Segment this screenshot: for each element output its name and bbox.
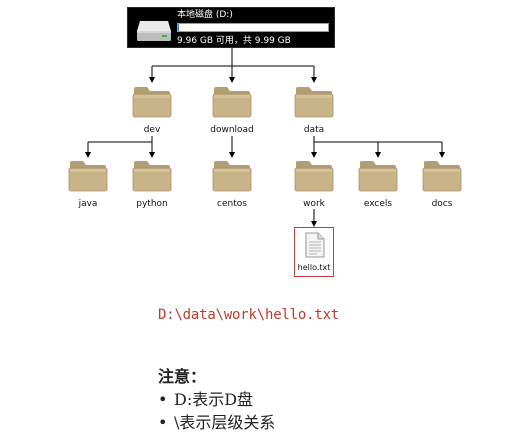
folder-label-centos: centos [217, 199, 247, 209]
folder-label-dev: dev [143, 125, 161, 135]
folder-label-data: data [303, 125, 325, 135]
notes-section: 注意： • D:表示D盘 • \表示层级关系 [158, 365, 275, 434]
note-item: • \表示层级关系 [158, 411, 275, 434]
folder-icon[interactable] [132, 158, 172, 192]
folder-label-download: download [210, 125, 254, 135]
bullet-icon: • [158, 413, 168, 432]
drive-usage-bar [177, 23, 329, 32]
note-text: D:表示D盘 [174, 390, 254, 409]
folder-icon[interactable] [212, 158, 252, 192]
folder-label-work: work [303, 199, 325, 209]
folder-icon[interactable] [358, 158, 398, 192]
folder-icon[interactable] [68, 158, 108, 192]
folder-icon[interactable] [132, 84, 172, 118]
note-item: • D:表示D盘 [158, 388, 275, 411]
drive-title: 本地磁盘 (D:) [177, 10, 233, 20]
hello-file[interactable]: hello.txt [294, 227, 334, 277]
hard-drive-icon [137, 21, 171, 41]
folder-label-python: python [136, 199, 168, 209]
folder-label-docs: docs [431, 199, 453, 209]
drive-space-info: 9.96 GB 可用，共 9.99 GB [177, 36, 291, 46]
folder-icon[interactable] [422, 158, 462, 192]
bullet-icon: • [158, 390, 168, 409]
note-text: \表示层级关系 [174, 413, 276, 432]
folder-icon[interactable] [294, 84, 334, 118]
folder-icon[interactable] [294, 158, 334, 192]
local-disk-d[interactable]: 本地磁盘 (D:) 9.96 GB 可用，共 9.99 GB [127, 7, 335, 48]
text-file-icon [305, 232, 325, 258]
file-label: hello.txt [297, 263, 331, 272]
path-example: D:\data\work\hello.txt [158, 307, 340, 323]
folder-icon[interactable] [212, 84, 252, 118]
folder-label-java: java [78, 199, 98, 209]
folder-label-excels: excels [363, 199, 393, 209]
notes-title: 注意： [158, 367, 207, 386]
